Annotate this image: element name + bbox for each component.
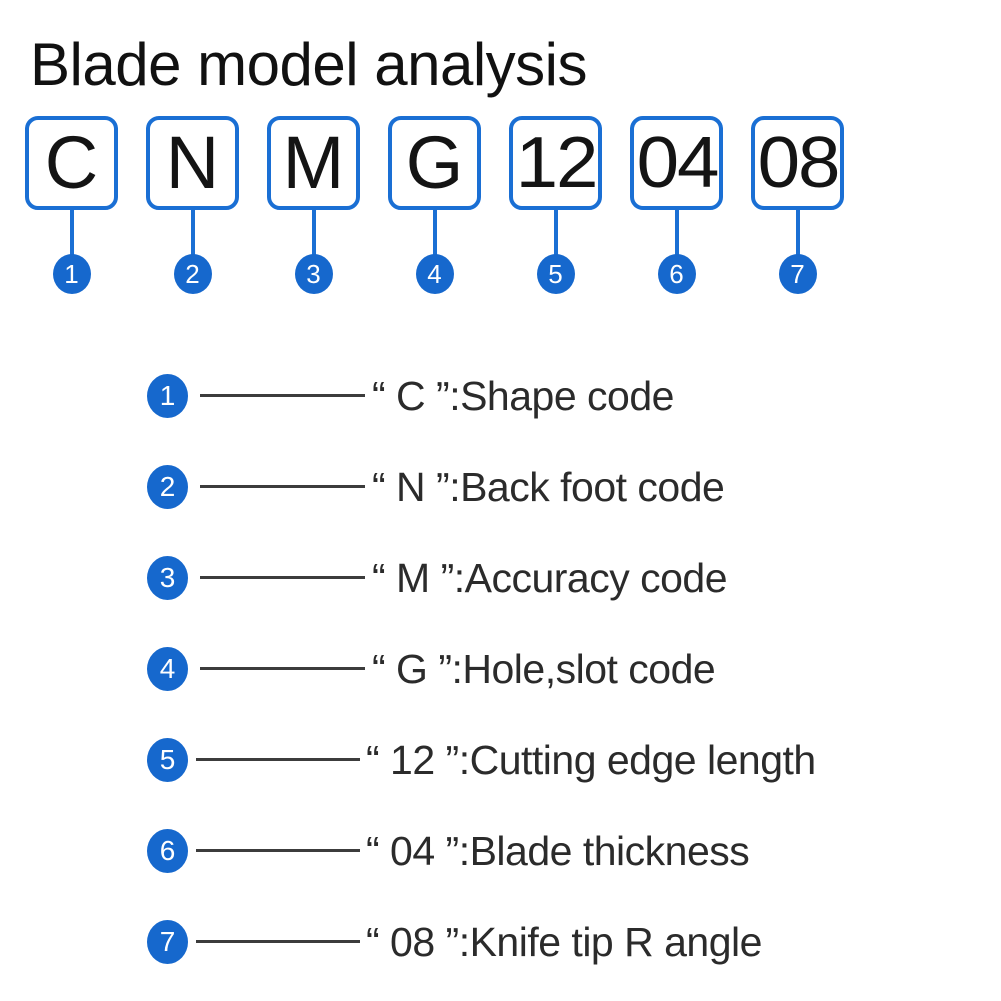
connector-line-3 xyxy=(311,210,316,258)
legend-rule-5 xyxy=(196,758,360,761)
legend-row-2: 2 “ N ”:Back foot code xyxy=(0,451,1001,523)
code-box-7-value: 08 xyxy=(757,123,840,203)
legend-badge-3: 3 xyxy=(147,556,188,600)
legend-rule-4 xyxy=(200,667,365,670)
legend-badge-4: 4 xyxy=(147,647,188,691)
connector-line-5 xyxy=(553,210,558,258)
code-box-1: C xyxy=(25,116,118,210)
legend-badge-5: 5 xyxy=(147,738,188,782)
code-box-5-value: 12 xyxy=(515,123,598,203)
legend-text-4: “ G ”:Hole,slot code xyxy=(372,646,716,692)
pin-column-2: 2 xyxy=(146,210,239,302)
legend-badge-1: 1 xyxy=(147,374,188,418)
legend-row-4: 4 “ G ”:Hole,slot code xyxy=(0,633,1001,705)
code-box-5: 12 xyxy=(509,116,602,210)
pin-column-6: 6 xyxy=(630,210,723,302)
connector-line-6 xyxy=(674,210,679,258)
legend-row-6: 6 “ 04 ”:Blade thickness xyxy=(0,815,1001,887)
legend-text-2: “ N ”:Back foot code xyxy=(372,464,725,510)
code-box-4: G xyxy=(388,116,481,210)
legend-badge-2: 2 xyxy=(147,465,188,509)
code-box-7: 08 xyxy=(751,116,844,210)
pin-marker-5: 5 xyxy=(536,254,575,294)
legend-text-1: “ C ”:Shape code xyxy=(372,373,674,419)
code-box-6-value: 04 xyxy=(636,123,719,203)
legend-rule-2 xyxy=(200,485,365,488)
pin-column-4: 4 xyxy=(388,210,481,302)
code-box-3: M xyxy=(267,116,360,210)
pin-column-1: 1 xyxy=(25,210,118,302)
code-box-4-value: G xyxy=(405,121,464,204)
legend-row-5: 5 “ 12 ”:Cutting edge length xyxy=(0,724,1001,796)
pin-column-5: 5 xyxy=(509,210,602,302)
connector-line-4 xyxy=(432,210,437,258)
legend-rule-1 xyxy=(200,394,365,397)
connector-line-2 xyxy=(190,210,195,258)
legend-row-7: 7 “ 08 ”:Knife tip R angle xyxy=(0,906,1001,978)
legend-rule-3 xyxy=(200,576,365,579)
pin-column-7: 7 xyxy=(751,210,844,302)
code-box-1-value: C xyxy=(44,121,99,204)
legend-text-5: “ 12 ”:Cutting edge length xyxy=(366,737,816,783)
pin-marker-3: 3 xyxy=(294,254,333,294)
legend-text-6: “ 04 ”:Blade thickness xyxy=(366,828,750,874)
code-box-2: N xyxy=(146,116,239,210)
legend-text-3: “ M ”:Accuracy code xyxy=(372,555,728,601)
legend-text-7: “ 08 ”:Knife tip R angle xyxy=(366,919,762,965)
legend-row-3: 3 “ M ”:Accuracy code xyxy=(0,542,1001,614)
page-title: Blade model analysis xyxy=(30,31,587,98)
pin-column-3: 3 xyxy=(267,210,360,302)
legend-row-1: 1 “ C ”:Shape code xyxy=(0,360,1001,432)
legend-badge-6: 6 xyxy=(147,829,188,873)
connector-line-7 xyxy=(795,210,800,258)
code-box-6: 04 xyxy=(630,116,723,210)
legend-rule-7 xyxy=(196,940,360,943)
pin-marker-4: 4 xyxy=(415,254,454,294)
legend-badge-7: 7 xyxy=(147,920,188,964)
code-box-3-value: M xyxy=(282,121,345,204)
pin-marker-2: 2 xyxy=(173,254,212,294)
code-box-2-value: N xyxy=(165,121,220,204)
pin-marker-6: 6 xyxy=(657,254,696,294)
code-sequence: C N M G 12 04 08 xyxy=(25,116,975,212)
connector-line-1 xyxy=(69,210,74,258)
pin-marker-1: 1 xyxy=(52,254,91,294)
legend-rule-6 xyxy=(196,849,360,852)
pin-marker-7: 7 xyxy=(778,254,817,294)
